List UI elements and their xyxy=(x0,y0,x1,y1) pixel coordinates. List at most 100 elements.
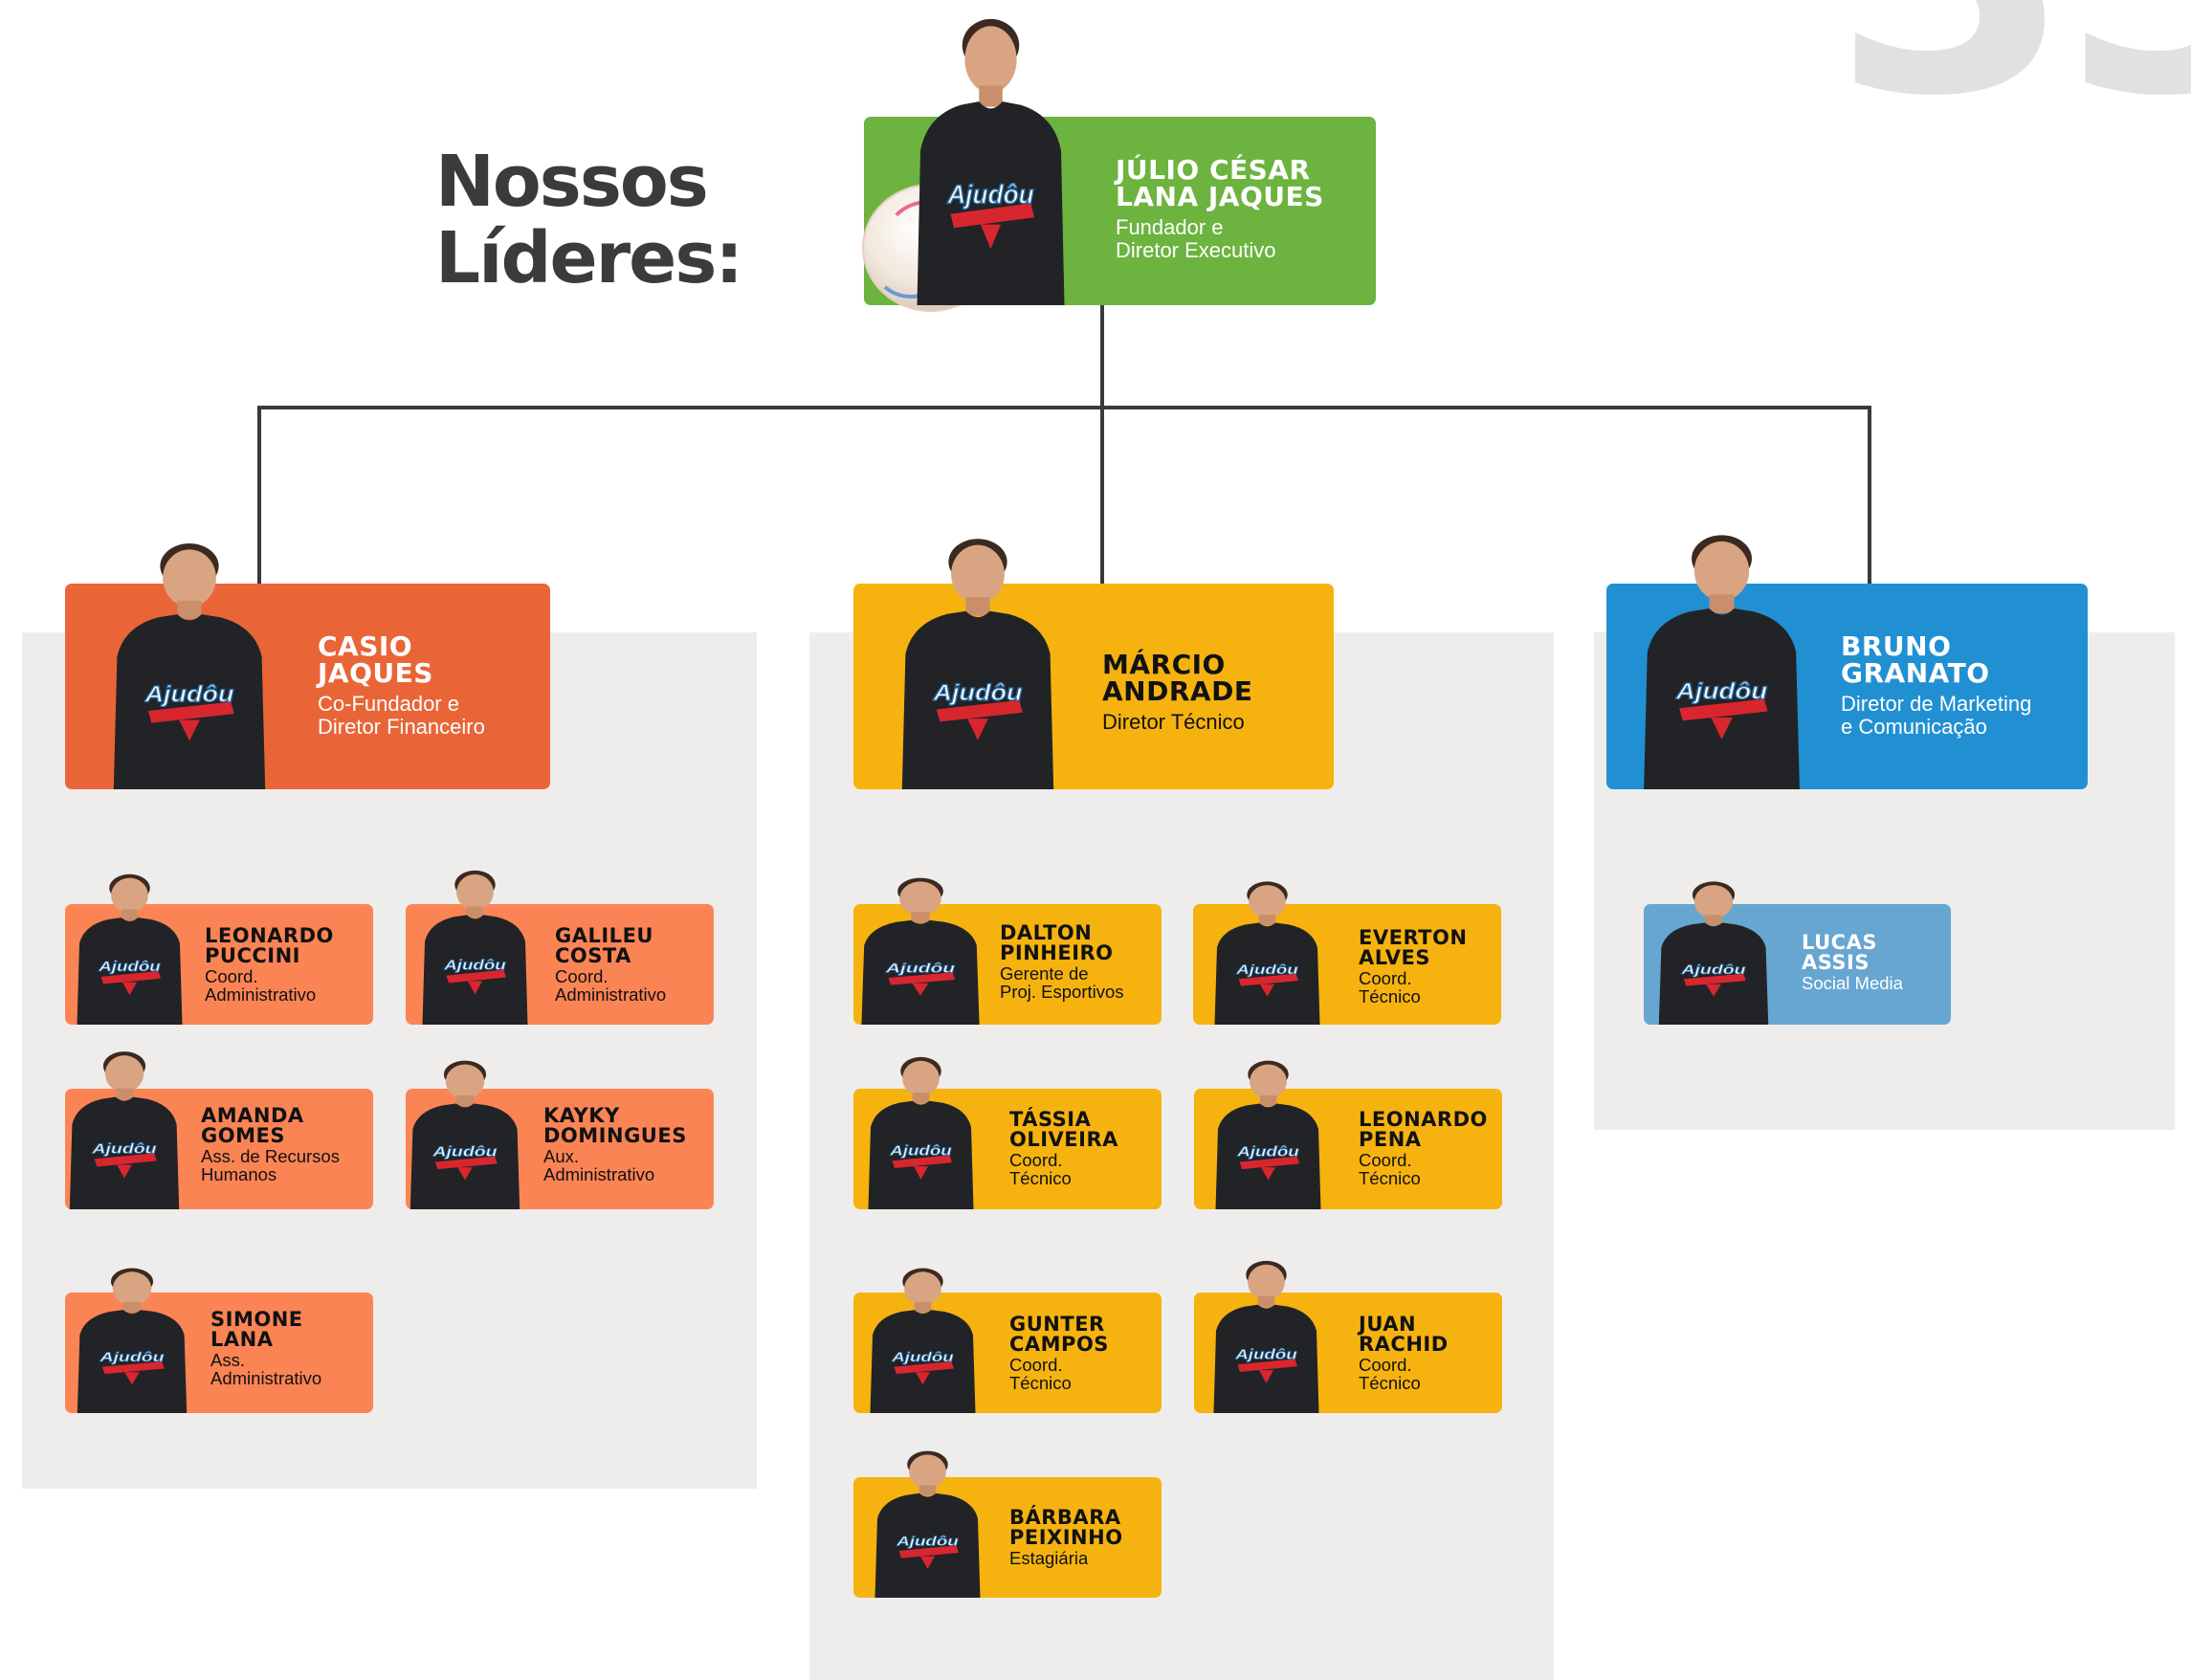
technical-member-name: EVERTON ALVES xyxy=(1359,926,1468,969)
shirt-stripe xyxy=(147,701,234,723)
shirt-ribbon xyxy=(468,981,482,995)
person-figure: Ajudôu xyxy=(1215,1060,1321,1209)
neck xyxy=(466,906,484,918)
person-figure: Ajudôu xyxy=(1213,1260,1319,1413)
shirt xyxy=(1213,1304,1319,1413)
shirt xyxy=(77,1310,188,1413)
shirt-stripe xyxy=(1238,973,1298,986)
neck xyxy=(914,1301,932,1313)
head xyxy=(1250,1064,1287,1099)
director-name-technical: MÁRCIO ANDRADE xyxy=(1102,649,1253,707)
head xyxy=(909,1454,946,1490)
director-name-marketing: BRUNO GRANATO xyxy=(1841,630,1990,689)
head xyxy=(456,873,494,911)
finance-member-card: Ajudôu AMANDA GOMES Ass. de Recursos Hum… xyxy=(65,1051,373,1209)
finance-member-name: SIMONE LANA xyxy=(210,1308,303,1351)
shirt-stripe xyxy=(892,1155,952,1169)
shirt xyxy=(69,1096,180,1209)
technical-member-photo: Ajudôu xyxy=(1208,1054,1328,1209)
person-figure: Ajudôu xyxy=(917,18,1065,305)
marketing-member-name: LUCAS ASSIS xyxy=(1802,931,1877,974)
person-figure: Ajudôu xyxy=(409,1060,520,1209)
director-photo-marketing: Ajudôu xyxy=(1633,524,1810,789)
shirt-logo-text: Ajudôu xyxy=(946,180,1033,210)
head xyxy=(1249,885,1286,918)
shirt-stripe xyxy=(936,699,1023,722)
director-name-finance: CASIO JAQUES xyxy=(318,630,433,689)
shirt xyxy=(917,101,1065,305)
neck xyxy=(115,1088,134,1100)
director-card-marketing: Ajudôu BRUNO GRANATO Diretor de Marketin… xyxy=(1606,535,2088,789)
neck xyxy=(177,600,202,619)
neck xyxy=(122,1301,142,1313)
neck xyxy=(1258,915,1276,926)
head xyxy=(111,877,148,914)
technical-member-role: Coord. Técnico xyxy=(1009,1355,1072,1393)
shirt-stripe xyxy=(446,969,506,984)
shirt-ribbon xyxy=(122,982,137,996)
person-figure: Ajudôu xyxy=(874,1450,981,1598)
shirt-ribbon xyxy=(124,1372,140,1385)
shirt-stripe xyxy=(1239,1156,1299,1170)
neck xyxy=(911,912,930,923)
finance-member-name: KAYKY DOMINGUES xyxy=(543,1104,687,1147)
shirt-logo-text: Ajudôu xyxy=(99,1350,165,1365)
technical-member-name: BÁRBARA PEIXINHO xyxy=(1009,1506,1123,1549)
shirt-logo-text: Ajudôu xyxy=(443,958,506,974)
finance-member-card: Ajudôu KAYKY DOMINGUES Aux. Administrati… xyxy=(406,1060,714,1209)
shirt-stripe xyxy=(94,1153,157,1167)
connector-horizontal xyxy=(257,406,1871,409)
finance-member-card: Ajudôu GALILEU COSTA Coord. Administrati… xyxy=(406,870,714,1025)
page-title-line-1: Nossos xyxy=(435,141,709,223)
neck xyxy=(1709,594,1735,613)
director-role-marketing: Diretor de Marketing e Comunicação xyxy=(1841,692,2032,739)
page-title-line-2: Líderes: xyxy=(435,217,743,299)
ceo-name: JÚLIO CÉSAR LANA JAQUES xyxy=(1116,154,1324,212)
technical-member-name: LEONARDO PENA xyxy=(1359,1108,1488,1151)
finance-member-photo: Ajudôu xyxy=(403,1054,527,1209)
technical-member-photo: Ajudôu xyxy=(868,1445,987,1598)
shirt xyxy=(409,1103,520,1209)
shirt xyxy=(868,1100,974,1209)
shirt-stripe xyxy=(434,1156,498,1170)
neck xyxy=(1259,1094,1277,1107)
finance-member-photo: Ajudôu xyxy=(415,864,535,1025)
shirt-stripe xyxy=(1683,973,1746,986)
shirt-ribbon xyxy=(1706,984,1721,997)
shirt-logo-text: Ajudôu xyxy=(1675,677,1768,704)
technical-member-card: Ajudôu EVERTON ALVES Coord. Técnico xyxy=(1193,881,1501,1025)
neck xyxy=(1257,1295,1275,1308)
director-photo-finance: Ajudôu xyxy=(103,533,276,789)
shirt xyxy=(1644,608,1800,789)
person-figure: Ajudôu xyxy=(69,1051,180,1209)
shirt-ribbon xyxy=(916,1372,930,1385)
shirt-ribbon xyxy=(981,224,1001,250)
technical-member-photo: Ajudôu xyxy=(1207,875,1327,1025)
head xyxy=(112,1271,152,1306)
shirt-ribbon xyxy=(1259,1370,1273,1383)
finance-member-role: Coord. Administrativo xyxy=(555,966,667,1005)
shirt-ribbon xyxy=(967,718,988,741)
ceo-photo: Ajudôu xyxy=(907,7,1074,305)
shirt xyxy=(1214,922,1320,1025)
shirt-logo-text: Ajudôu xyxy=(1235,962,1298,977)
head xyxy=(964,26,1017,93)
shirt-ribbon xyxy=(1261,1167,1275,1181)
head xyxy=(104,1055,144,1093)
person-figure: Ajudôu xyxy=(861,877,980,1025)
connector-marketing xyxy=(1868,406,1871,584)
head xyxy=(902,1060,940,1096)
shirt-ribbon xyxy=(1711,718,1733,740)
technical-member-card: Ajudôu LEONARDO PENA Coord. Técnico xyxy=(1194,1060,1502,1209)
director-role-finance: Co-Fundador e Diretor Financeiro xyxy=(318,692,485,739)
neck xyxy=(455,1094,475,1107)
technical-member-card: Ajudôu GUNTER CAMPOS Coord. Técnico xyxy=(853,1268,1162,1413)
person-figure: Ajudôu xyxy=(77,1268,188,1413)
shirt-logo-text: Ajudôu xyxy=(896,1534,959,1549)
person-figure: Ajudôu xyxy=(1658,881,1769,1025)
shirt-logo-text: Ajudôu xyxy=(932,680,1022,705)
head xyxy=(899,881,941,917)
shirt-logo-text: Ajudôu xyxy=(91,1139,157,1156)
shirt-stripe xyxy=(1237,1359,1297,1373)
head xyxy=(1693,885,1734,918)
